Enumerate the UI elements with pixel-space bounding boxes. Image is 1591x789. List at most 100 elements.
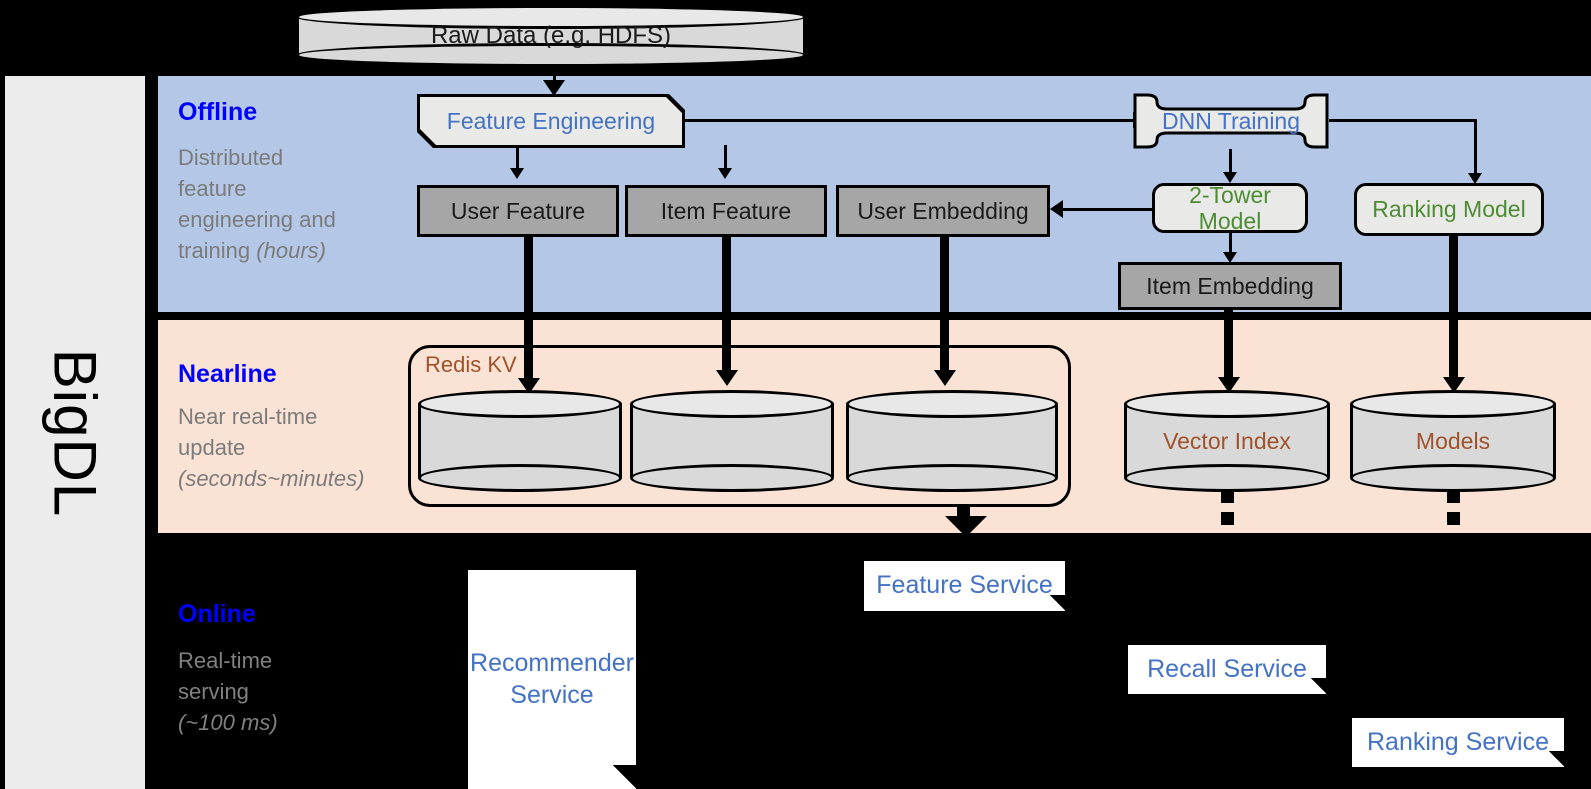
models-cylinder[interactable]: Models [1350,390,1556,492]
cylinder-top [846,390,1058,418]
arrowhead-dnn-ranking [1468,173,1482,184]
cylinder-bottom [846,464,1058,492]
connector-2tower-userembedding [1063,208,1155,211]
recommender-service-label: Recommender Service [468,570,636,789]
offline-sub-l1: Distributed [178,145,284,170]
nearline-sub-l2: update [178,435,246,460]
connector-fe-itemfeature [724,145,727,173]
connector-fe-userfeature [516,145,519,173]
offline-sub-l3: engineering and [178,207,336,232]
connector-dnn-2tower [1229,149,1232,177]
user-feature-box[interactable]: User Feature [417,185,619,237]
cylinder-top [1124,390,1330,418]
connector-stub-models-a [1447,490,1460,503]
feeder-itemfeature-store [722,237,731,377]
online-sub-l1: Real-time [178,648,273,673]
redis-kv-group [408,345,1071,507]
arrowhead-rankingmodel-models [1443,377,1465,393]
page-fold-icon [612,765,636,789]
connector-fe-dnn [685,119,1137,122]
raw-data-cylinder: Raw Data (e.g. HDFS) [296,5,806,67]
dnn-training-label: DNN Training [1161,107,1301,134]
arrowhead-itemfeature-store [716,370,738,386]
item-embedding-box[interactable]: Item Embedding [1118,262,1342,310]
page-fold-icon [1310,678,1326,694]
user-embedding-box[interactable]: User Embedding [836,185,1050,237]
store-user-feature-cylinder[interactable] [418,390,622,492]
cylinder-bottom [296,43,806,67]
two-tower-model-box[interactable]: 2-Tower Model [1152,181,1308,234]
cylinder-top [418,390,622,418]
feeder-itemembedding-vectorindex [1224,310,1233,384]
store-user-embedding-cylinder[interactable] [846,390,1058,492]
ranking-model-box[interactable]: Ranking Model [1354,183,1544,236]
ranking-model-label: Ranking Model [1372,196,1526,223]
feeder-userembedding-store [940,237,949,377]
vector-index-cylinder[interactable]: Vector Index [1124,390,1330,492]
band-online-subtitle: Real-time serving (~100 ms) [178,645,393,738]
redis-kv-label: Redis KV [425,352,517,377]
connector-rawdata-fe [553,66,556,88]
connector-dnn-ranking-v [1474,119,1477,179]
connector-dnn-ranking-h [1329,119,1477,122]
connector-stub-models-b [1447,512,1460,525]
band-offline-subtitle: Distributed feature engineering and trai… [178,142,393,266]
connector-stub-vectorindex-a [1221,490,1234,503]
models-label: Models [1415,427,1491,454]
offline-sub-l4: training [178,238,257,263]
feeder-rankingmodel-models [1449,236,1458,384]
arrowhead-fe-itemfeature [718,168,732,179]
raw-data-label: Raw Data (e.g. HDFS) [430,22,672,49]
arrowhead-2tower-userembedding [1050,200,1063,218]
offline-sub-italic: (hours) [256,238,326,263]
arrowhead-fe-userfeature [510,168,524,179]
band-offline-title: Offline [178,98,258,126]
arrowhead-userembedding-store [934,370,956,386]
platform-sidebar: BigDL [5,76,145,789]
recommender-service-card[interactable]: Recommender Service [468,570,636,789]
arrowhead-itemembedding-vectorindex [1218,377,1240,393]
page-fold-icon [1548,751,1564,767]
band-online-title: Online [178,600,256,628]
recall-service-label: Recall Service [1147,654,1307,683]
arrowhead-rawdata-fe [543,80,565,96]
platform-label: BigDL [41,348,109,517]
dnn-training-shape [1133,93,1329,149]
item-feature-label: Item Feature [660,197,792,224]
connector-2tower-itemembedding [1229,233,1232,257]
cylinder-top [1350,390,1556,418]
nearline-sub-italic: (seconds~minutes) [178,466,365,491]
item-embedding-label: Item Embedding [1146,272,1314,299]
cylinder-top [296,5,806,29]
ranking-service-label: Ranking Service [1366,727,1550,756]
feature-engineering-label: Feature Engineering [446,107,656,134]
user-embedding-label: User Embedding [857,197,1029,224]
connector-stub-featureservice [957,504,970,517]
feature-service-label: Feature Service [876,571,1053,600]
feeder-userfeature-store [524,237,533,385]
arrowhead-2tower-itemembedding [1223,252,1237,263]
cylinder-bottom [418,464,622,492]
recall-service-card[interactable]: Recall Service [1128,645,1326,694]
feature-service-card[interactable]: Feature Service [864,561,1065,611]
two-tower-model-label: 2-Tower Model [1189,181,1271,234]
cylinder-top [630,390,834,418]
online-sub-italic: (~100 ms) [178,710,278,735]
feature-engineering-box[interactable]: Feature Engineering [420,97,682,145]
offline-sub-l2: feature [178,176,247,201]
connector-stub-vectorindex-b [1221,512,1234,525]
page-fold-icon [1049,595,1065,611]
recommender-service-line1: Recommender [470,649,634,678]
vector-index-label: Vector Index [1163,427,1291,454]
user-feature-label: User Feature [450,197,586,224]
ranking-service-card[interactable]: Ranking Service [1352,718,1564,767]
band-nearline-title: Nearline [178,360,277,388]
arrowhead-dnn-2tower [1223,172,1237,183]
nearline-sub-l1: Near real-time [178,404,318,429]
dnn-training-box[interactable]: DNN Training [1133,93,1329,149]
cylinder-bottom [630,464,834,492]
item-feature-box[interactable]: Item Feature [625,185,827,237]
online-sub-l2: serving [178,679,249,704]
store-item-feature-cylinder[interactable] [630,390,834,492]
